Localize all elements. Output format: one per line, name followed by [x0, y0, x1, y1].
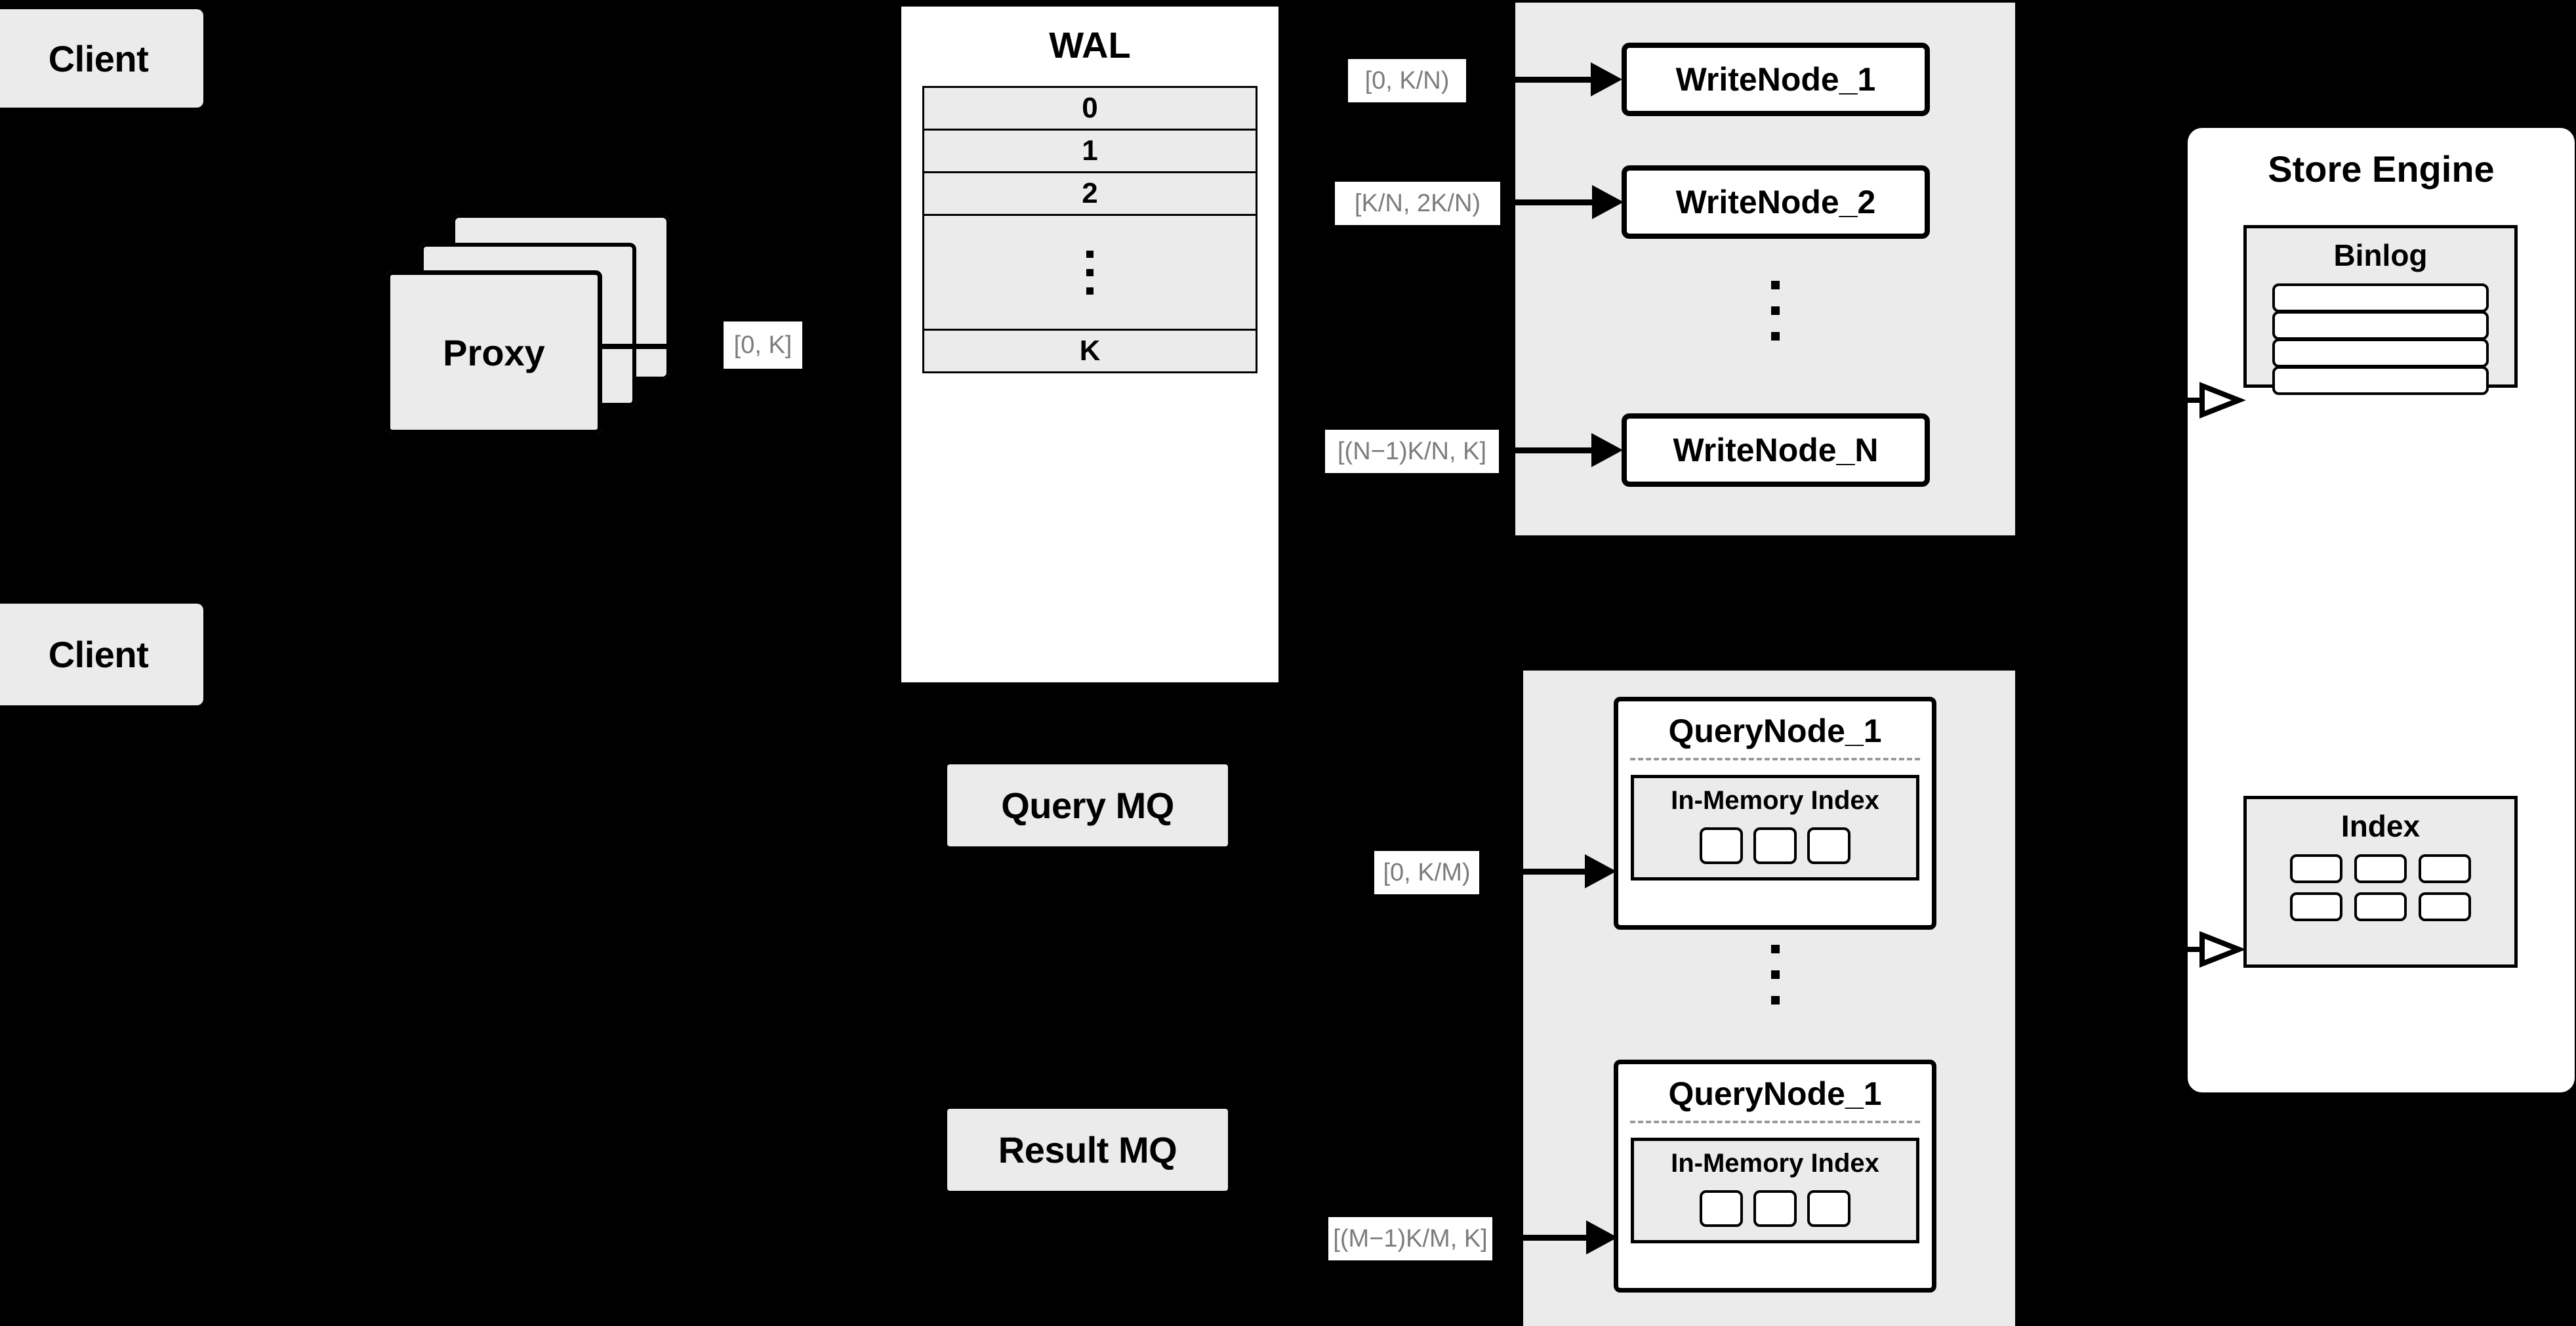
- ellipsis-dot: [1771, 332, 1780, 341]
- binlog-row: [2272, 366, 2489, 395]
- arrow-to-index: [2168, 926, 2247, 972]
- binlog-rows: [2272, 283, 2489, 395]
- index-cell: [1700, 1190, 1743, 1227]
- store-engine-title: Store Engine: [2268, 148, 2495, 190]
- binlog-row: [2272, 283, 2489, 312]
- query-node-m-separator: [1630, 1121, 1920, 1123]
- index-cell: [2354, 854, 2407, 883]
- query-node-m[interactable]: QueryNode_1 In-Memory Index: [1614, 1060, 1936, 1293]
- index-grid: [2290, 854, 2471, 921]
- index-box: Index: [2243, 796, 2518, 968]
- index-cell: [2354, 892, 2407, 921]
- arrow-to-query-node-1: [1481, 854, 1619, 888]
- client-label-2: Client: [48, 634, 149, 675]
- wal-row: 1: [924, 131, 1256, 173]
- binlog-row: [2272, 311, 2489, 340]
- wal-cell-2: 2: [1082, 177, 1098, 209]
- in-memory-index-m-title: In-Memory Index: [1671, 1149, 1879, 1178]
- proxy-wal-connector: [602, 344, 674, 349]
- in-memory-index-m: In-Memory Index: [1631, 1138, 1919, 1243]
- index-cell: [1807, 827, 1850, 864]
- range-label-proxy-to-wal: [0, K]: [724, 321, 802, 369]
- query-node-1-separator: [1630, 758, 1920, 760]
- arrow-to-query-node-m: [1494, 1220, 1619, 1254]
- wal-table: 0 1 2 K: [922, 86, 1257, 373]
- index-cell: [2419, 892, 2471, 921]
- proxy-card-front[interactable]: Proxy: [386, 270, 602, 434]
- binlog-box: Binlog: [2243, 225, 2518, 395]
- store-engine-panel: Store Engine Binlog Index: [2188, 128, 2575, 1092]
- in-memory-index-1: In-Memory Index: [1631, 775, 1919, 881]
- client-box-2: Client: [0, 604, 203, 705]
- ellipsis-dot: [1086, 287, 1094, 295]
- wal-panel: WAL 0 1 2 K: [897, 3, 1282, 686]
- query-node-ellipsis: [1771, 945, 1780, 1005]
- write-node-ellipsis: [1771, 281, 1780, 341]
- wal-row-ellipsis: [924, 216, 1256, 331]
- write-node-2-label: WriteNode_2: [1675, 184, 1876, 220]
- write-node-2[interactable]: WriteNode_2: [1622, 165, 1930, 239]
- ellipsis-dot: [1771, 996, 1780, 1005]
- index-title: Index: [2341, 809, 2421, 843]
- wal-row: 0: [924, 88, 1256, 131]
- arrow-to-write-node-n: [1501, 433, 1625, 467]
- write-node-1[interactable]: WriteNode_1: [1622, 43, 1930, 116]
- in-memory-index-1-title: In-Memory Index: [1671, 786, 1879, 815]
- ellipsis-dot: [1771, 945, 1780, 953]
- binlog-title: Binlog: [2333, 238, 2428, 272]
- result-mq-label: Result MQ: [998, 1129, 1177, 1171]
- range-label-query-node-1: [0, K/M): [1374, 851, 1479, 894]
- binlog-row: [2272, 339, 2489, 367]
- range-label-query-node-m: [(M−1)K/M, K]: [1328, 1217, 1492, 1260]
- ellipsis-dot: [1771, 281, 1780, 289]
- range-label-write-node-2: [K/N, 2K/N): [1335, 182, 1500, 225]
- wal-cell-k: K: [1079, 335, 1101, 367]
- write-node-1-label: WriteNode_1: [1675, 61, 1876, 98]
- index-cell: [1807, 1190, 1850, 1227]
- wal-cell-1: 1: [1082, 135, 1098, 167]
- wal-title: WAL: [1049, 24, 1131, 66]
- index-cell: [1700, 827, 1743, 864]
- query-mq-box[interactable]: Query MQ: [947, 764, 1228, 846]
- write-node-n[interactable]: WriteNode_N: [1622, 413, 1930, 487]
- ellipsis-dot: [1086, 268, 1094, 276]
- index-cell: [2290, 854, 2342, 883]
- in-memory-index-m-cells: [1700, 1190, 1850, 1227]
- index-cell: [1753, 827, 1797, 864]
- in-memory-index-1-cells: [1700, 827, 1850, 864]
- result-mq-box[interactable]: Result MQ: [947, 1109, 1228, 1191]
- ellipsis-dot: [1771, 970, 1780, 979]
- range-label-write-node-1: [0, K/N): [1348, 59, 1466, 102]
- proxy-label: Proxy: [443, 331, 545, 373]
- index-cell: [1753, 1190, 1797, 1227]
- query-mq-label: Query MQ: [1001, 785, 1174, 826]
- arrow-to-binlog: [2168, 377, 2247, 423]
- wal-row: K: [924, 331, 1256, 371]
- arrow-to-write-node-1: [1471, 62, 1622, 96]
- index-cell: [2419, 854, 2471, 883]
- wal-cell-0: 0: [1082, 92, 1098, 124]
- query-node-1-title: QueryNode_1: [1668, 713, 1882, 749]
- index-cell: [2290, 892, 2342, 921]
- query-node-1[interactable]: QueryNode_1 In-Memory Index: [1614, 697, 1936, 930]
- client-label-1: Client: [48, 37, 149, 79]
- write-node-n-label: WriteNode_N: [1673, 432, 1879, 468]
- ellipsis-dot: [1771, 306, 1780, 315]
- arrow-to-write-node-2: [1502, 185, 1624, 219]
- client-box-1: Client: [0, 9, 203, 108]
- range-label-write-node-n: [(N−1)K/N, K]: [1325, 430, 1499, 473]
- wal-row: 2: [924, 173, 1256, 216]
- ellipsis-dot: [1086, 250, 1094, 258]
- query-node-m-title: QueryNode_1: [1668, 1075, 1882, 1112]
